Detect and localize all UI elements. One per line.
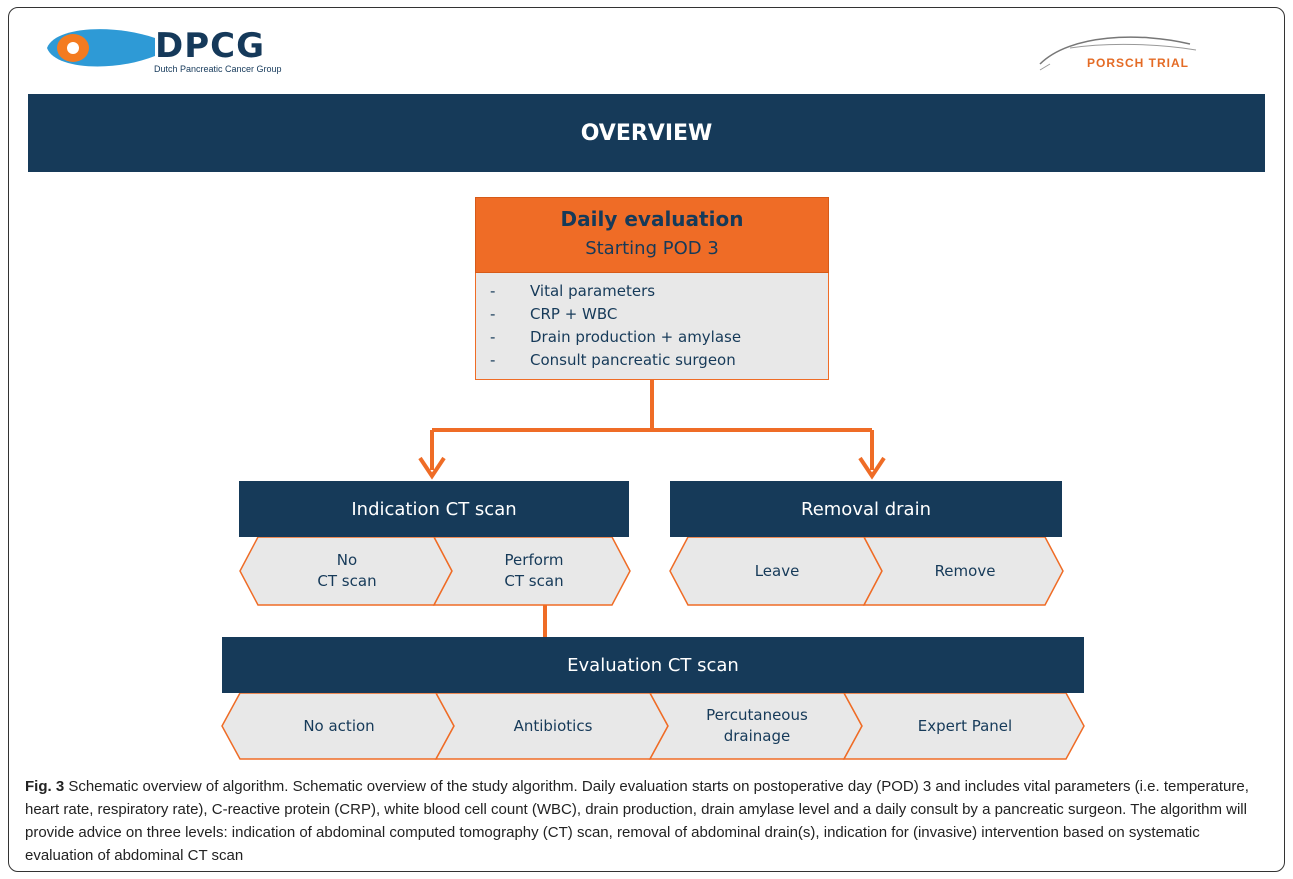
option-perform-ct-scan: Perform CT scan — [504, 551, 564, 590]
dpcg-logo-subtitle: Dutch Pancreatic Cancer Group — [154, 64, 282, 74]
porsch-logo-icon — [1039, 36, 1197, 71]
option-remove: Remove — [934, 561, 996, 580]
figure-caption: Fig. 3 Schematic overview of algorithm. … — [25, 775, 1270, 867]
daily-evaluation-subtitle: Starting POD 3 — [585, 238, 719, 259]
option-no-action: No action — [303, 716, 375, 735]
daily-item: -CRP + WBC — [490, 305, 618, 323]
caption-text: Schematic overview of algorithm. Schemat… — [25, 778, 1249, 864]
caption-label: Fig. 3 — [25, 778, 65, 795]
option-percutaneous-drainage: Percutaneous drainage — [706, 706, 808, 745]
indication-ct-header: Indication CT scan — [239, 481, 629, 537]
arrow-down-icon — [418, 456, 446, 480]
daily-evaluation-list: -Vital parameters -CRP + WBC -Drain prod… — [475, 273, 829, 380]
option-leave: Leave — [754, 561, 800, 580]
daily-item: -Vital parameters — [490, 282, 656, 300]
dpcg-logo-icon — [47, 29, 155, 67]
daily-item: -Consult pancreatic surgeon — [490, 351, 736, 369]
option-expert-panel: Expert Panel — [917, 716, 1013, 735]
option-antibiotics: Antibiotics — [513, 716, 593, 735]
option-no-ct-scan: No CT scan — [317, 551, 377, 590]
hex-expert-panel — [842, 692, 1085, 760]
dpcg-logo-name: DPCG — [155, 26, 266, 66]
arrow-down-icon — [858, 456, 886, 480]
hex-perform-ct-scan — [432, 536, 631, 606]
evaluation-ct-header: Evaluation CT scan — [222, 637, 1084, 693]
daily-item: -Drain production + amylase — [490, 328, 742, 346]
removal-drain-header: Removal drain — [670, 481, 1062, 537]
figure-frame — [8, 7, 1285, 872]
overview-banner: OVERVIEW — [28, 94, 1265, 172]
daily-evaluation-title: Daily evaluation — [560, 207, 744, 231]
porsch-logo-name: PORSCH TRIAL — [1087, 56, 1189, 70]
daily-evaluation-header: Daily evaluation Starting POD 3 — [475, 197, 829, 273]
hex-remove — [862, 536, 1064, 606]
